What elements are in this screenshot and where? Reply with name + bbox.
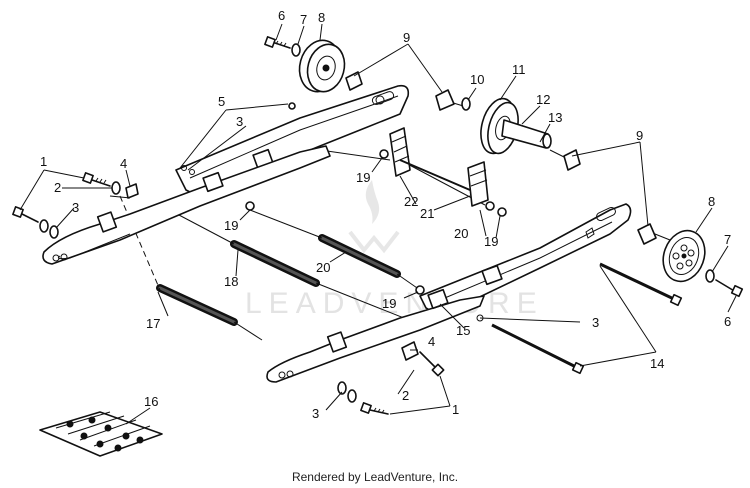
bolt-1-right-upper	[419, 351, 445, 377]
callout-7: 7	[300, 12, 307, 27]
leader-lines	[19, 23, 737, 425]
callout-20: 20	[316, 260, 330, 275]
callout-4: 4	[120, 156, 127, 171]
callout-3: 3	[72, 200, 79, 215]
rail-right-upper	[419, 203, 632, 317]
callout-17: 17	[146, 316, 160, 331]
bolt-6-upper	[264, 36, 291, 49]
callout-8: 8	[708, 194, 715, 209]
callout-2: 2	[402, 388, 409, 403]
bracket-22	[389, 127, 411, 177]
cross-shaft-20	[318, 234, 401, 278]
callout-15: 15	[456, 323, 470, 338]
washer-3-left	[49, 165, 195, 239]
callout-3: 3	[236, 114, 243, 129]
callout-numbers: 1 2 3 4 5 3 6 7 8 9 10 11 12 13 9 8 7 6 …	[40, 8, 731, 421]
callout-14: 14	[650, 356, 664, 371]
callout-6: 6	[278, 8, 285, 23]
washer-10	[461, 97, 471, 111]
callout-11: 11	[512, 62, 526, 77]
spacer-9-right-top	[563, 149, 581, 171]
callout-3: 3	[592, 315, 599, 330]
long-bolt-14-upper	[599, 262, 683, 307]
washer-2-right	[347, 389, 357, 403]
washer-7-upper	[291, 43, 301, 57]
callout-2: 2	[54, 180, 61, 195]
callout-8: 8	[318, 10, 325, 25]
axle-12-13	[501, 119, 552, 149]
callout-4: 4	[428, 334, 435, 349]
bolt-1-upper-left	[82, 172, 111, 187]
callout-22: 22	[404, 194, 418, 209]
footer-credit: Rendered by LeadVenture, Inc.	[291, 470, 459, 484]
callout-6: 6	[724, 314, 731, 329]
bracket-21	[399, 159, 489, 207]
spacer-4-right	[401, 341, 419, 361]
cross-shaft-18	[230, 240, 320, 287]
callout-1: 1	[40, 154, 47, 169]
callout-9: 9	[636, 128, 643, 143]
callout-13: 13	[548, 110, 562, 125]
bolt-1-lower-left	[12, 206, 39, 223]
callout-18: 18	[224, 274, 238, 289]
long-bolt-14-lower	[491, 323, 585, 375]
spacer-4-left	[125, 183, 139, 199]
rail-right-front	[266, 288, 485, 383]
callout-19: 19	[356, 170, 370, 185]
rail-left-front	[42, 145, 331, 265]
bolt-6-lower	[715, 279, 744, 298]
callout-7: 7	[724, 232, 731, 247]
watermark-logo-icon	[348, 180, 400, 254]
bolt-1-right-lower	[360, 402, 389, 415]
spacer-9-mid	[435, 89, 455, 111]
callout-20: 20	[454, 226, 468, 241]
spacer-9-left	[345, 71, 363, 91]
washer-3-right	[337, 314, 484, 395]
callout-9: 9	[403, 30, 410, 45]
cross-shaft-17	[156, 284, 238, 326]
callout-19: 19	[382, 296, 396, 311]
callout-16: 16	[144, 394, 158, 409]
spacer-9-right-low	[637, 223, 657, 245]
callout-5: 5	[218, 94, 225, 109]
callout-21: 21	[420, 206, 434, 221]
washer-7-lower	[705, 269, 715, 283]
slide-16	[39, 411, 163, 457]
idler-wheel-8-lower	[662, 229, 706, 283]
callout-10: 10	[470, 72, 484, 87]
callout-19: 19	[224, 218, 238, 233]
callout-12: 12	[536, 92, 550, 107]
callout-3: 3	[312, 406, 319, 421]
idler-wheel-8-upper	[298, 39, 346, 93]
callout-1: 1	[452, 402, 459, 417]
nut-5	[288, 102, 296, 110]
callout-19: 19	[484, 234, 498, 249]
